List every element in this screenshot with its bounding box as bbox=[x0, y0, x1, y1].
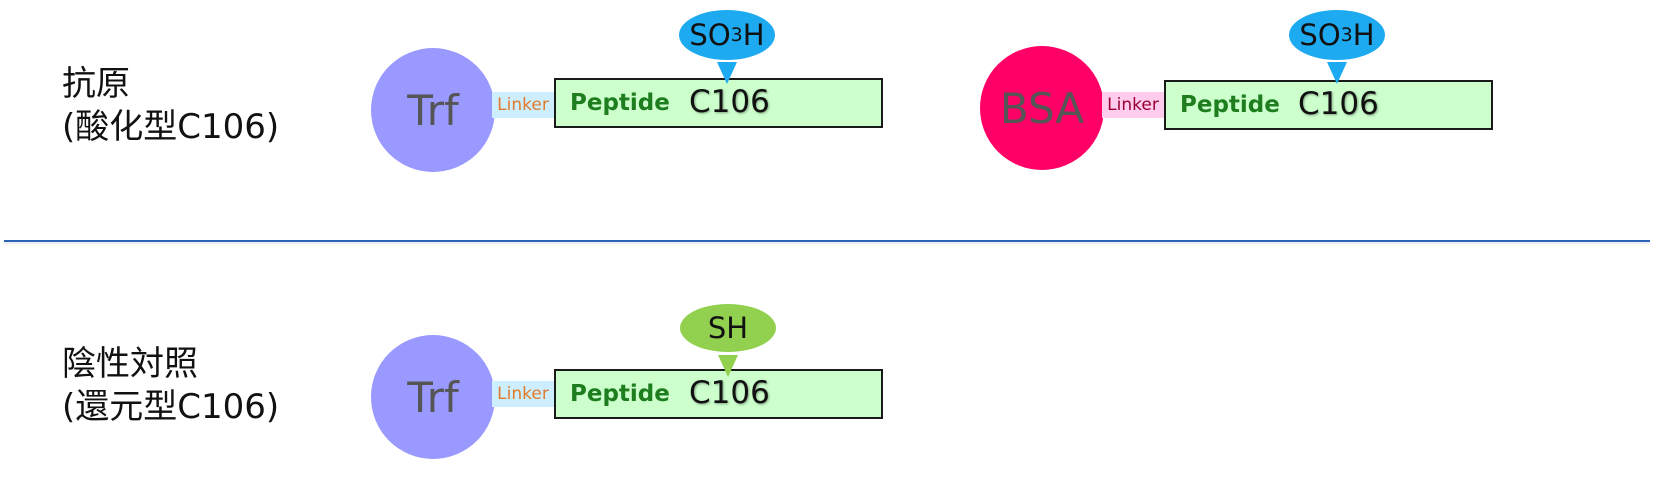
peptide-label: Peptide bbox=[570, 90, 670, 116]
trf-carrier: Trf bbox=[371, 335, 495, 459]
linker: Linker bbox=[492, 92, 554, 118]
linker: Linker bbox=[1102, 92, 1164, 118]
triangle-down-icon bbox=[717, 62, 737, 84]
row-label-antigen-line2: (酸化型C106) bbox=[62, 107, 280, 147]
group-end: H bbox=[742, 18, 765, 52]
row-label-negative-line1: 陰性対照 bbox=[62, 344, 198, 384]
group-subscript: 3 bbox=[1340, 24, 1353, 46]
trf-carrier: Trf bbox=[371, 48, 495, 172]
section-divider bbox=[4, 240, 1650, 242]
group-main: SO bbox=[1299, 18, 1341, 52]
bsa-carrier: BSA bbox=[980, 46, 1104, 170]
triangle-down-icon bbox=[718, 355, 738, 377]
residue-c106: C106 bbox=[1298, 86, 1379, 122]
row-label-antigen-line1: 抗原 bbox=[62, 64, 130, 104]
group-main: SH bbox=[707, 311, 749, 345]
group-main: SO bbox=[689, 18, 731, 52]
peptide-label: Peptide bbox=[570, 381, 670, 407]
row-label-negative-line2: (還元型C106) bbox=[62, 387, 280, 427]
group-subscript: 3 bbox=[730, 24, 743, 46]
residue-c106: C106 bbox=[689, 375, 770, 411]
linker: Linker bbox=[492, 381, 554, 407]
row-label-negative: 陰性対照 (還元型C106) bbox=[62, 343, 279, 429]
triangle-down-icon bbox=[1327, 62, 1347, 84]
residue-c106: C106 bbox=[689, 84, 770, 120]
sh-group: SH bbox=[680, 304, 776, 352]
peptide-label: Peptide bbox=[1180, 92, 1280, 118]
group-end: H bbox=[1352, 18, 1375, 52]
row-label-antigen: 抗原 (酸化型C106) bbox=[62, 63, 279, 149]
